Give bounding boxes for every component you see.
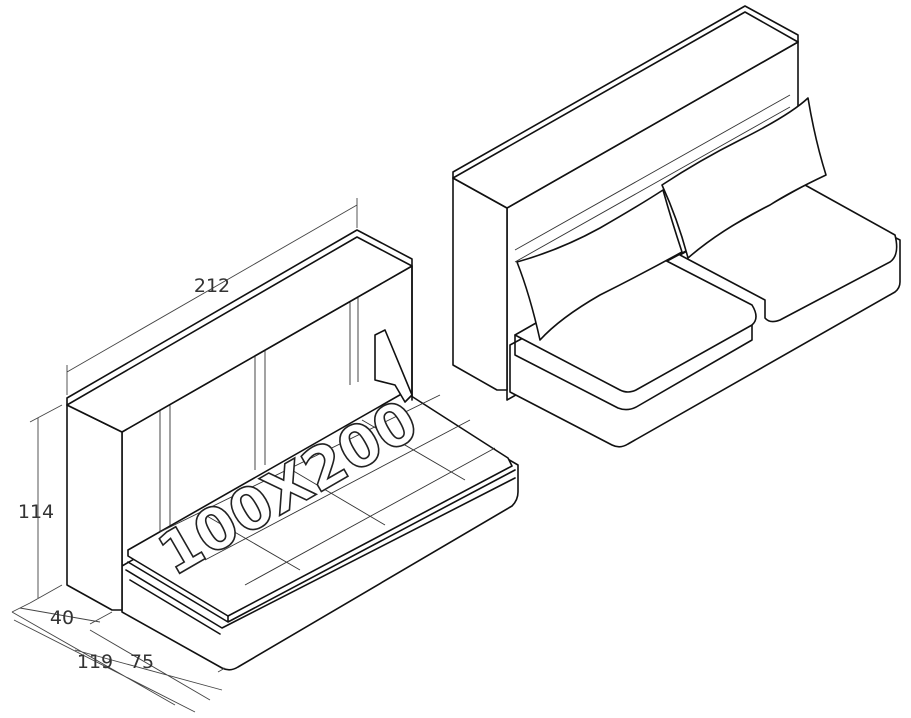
seat-cushion-right bbox=[679, 184, 898, 323]
height-dimension: 114 bbox=[18, 501, 54, 523]
sofa-unit bbox=[452, 5, 901, 448]
cabinet-side bbox=[66, 404, 123, 611]
bed-depth-dimension: 75 bbox=[130, 651, 154, 673]
width-dimension: 212 bbox=[194, 275, 230, 297]
cabinet-depth-dimension: 40 bbox=[50, 607, 74, 629]
sofa-cabinet-side bbox=[452, 177, 508, 391]
lift-mechanism bbox=[374, 329, 413, 403]
pillow-right bbox=[661, 97, 827, 259]
dimension-lines bbox=[11, 198, 358, 713]
open-bed-unit: 100X200 bbox=[66, 229, 519, 671]
total-depth-dimension: 119 bbox=[77, 651, 113, 673]
pillow-left bbox=[516, 189, 683, 341]
